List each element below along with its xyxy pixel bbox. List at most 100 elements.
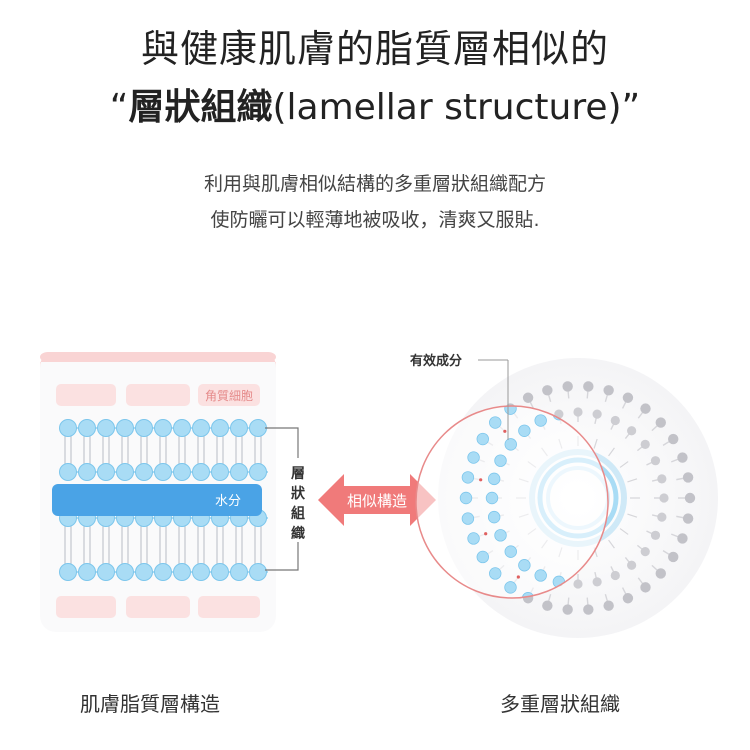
lipid-head: [78, 463, 96, 481]
lipid-head: [668, 433, 679, 445]
lipid-head: [668, 551, 679, 563]
lipid-tail: [627, 478, 638, 483]
lens-fill: [416, 406, 608, 598]
highlighted-head: [476, 550, 489, 564]
lipid-head: [97, 419, 115, 437]
active-label: 有效成分: [410, 353, 462, 369]
lipid-head: [211, 563, 229, 581]
lipid-head: [583, 381, 594, 392]
lipid-head: [640, 439, 650, 449]
skin-lipid-caption: 肌膚脂質層構造: [80, 692, 220, 716]
lipid-head: [659, 493, 669, 503]
highlighted-head: [504, 438, 517, 451]
lipid-head: [573, 407, 583, 417]
lipid-head: [684, 492, 696, 504]
active-ingredient-dot: [503, 429, 507, 433]
lipid-head: [116, 419, 134, 437]
lipid-head: [154, 463, 172, 481]
highlighted-head: [504, 581, 517, 594]
highlighted-head: [467, 451, 480, 464]
highlighted-head: [494, 454, 507, 467]
lipid-head: [682, 513, 694, 524]
lipid-tail: [593, 438, 598, 449]
lipid-head: [657, 512, 667, 522]
lipid-head: [59, 563, 77, 581]
highlighted-head: [485, 491, 499, 505]
water-layer: [52, 484, 262, 516]
lipid-head: [116, 463, 134, 481]
corneocyte-block: [198, 596, 260, 618]
lipid-head: [522, 392, 534, 403]
lipid-head: [230, 563, 248, 581]
lipid-head: [640, 547, 650, 557]
lipid-tail: [608, 447, 615, 457]
lipid-head: [603, 600, 614, 611]
heading-light: (lamellar structure): [272, 87, 622, 128]
lipid-head: [211, 463, 229, 481]
lipid-tail: [619, 528, 629, 535]
lipid-head: [562, 604, 573, 615]
bracket-label-char: 織: [291, 525, 305, 542]
lipid-tail: [608, 539, 615, 549]
lipid-head: [542, 385, 553, 396]
highlighted-head: [459, 491, 473, 505]
lipid-head: [230, 463, 248, 481]
lipid-head: [655, 568, 666, 579]
highlighted-head: [494, 529, 507, 542]
page-heading: “層狀組織(lamellar structure)”: [0, 78, 750, 130]
multilamellar-panel: 有效成分: [410, 353, 718, 638]
highlighted-head: [461, 471, 475, 484]
lipid-head: [650, 456, 661, 466]
lipid-head: [192, 419, 210, 437]
highlighted-head: [518, 424, 531, 437]
page-title: 與健康肌膚的脂質層相似的: [140, 27, 609, 71]
lipid-head: [542, 600, 553, 611]
lipid-head: [173, 419, 191, 437]
lipid-head: [59, 463, 77, 481]
lipid-head: [655, 417, 666, 428]
lipid-head: [154, 419, 172, 437]
bracket-label-char: 狀: [291, 485, 306, 502]
lipid-head: [59, 419, 77, 437]
lipid-head: [173, 563, 191, 581]
active-ingredient-dot: [484, 532, 488, 536]
lipid-head: [627, 426, 637, 436]
quote-open: “: [109, 87, 129, 128]
water-label: 水分: [215, 494, 241, 509]
lipid-head: [211, 419, 229, 437]
lipid-tail: [619, 461, 629, 468]
corneocyte-label: 角質細胞: [205, 388, 253, 403]
lipid-head: [603, 385, 614, 396]
lipid-head: [192, 463, 210, 481]
corneocyte-block: [126, 596, 190, 618]
lipid-head: [622, 593, 634, 604]
lipid-head: [610, 415, 620, 426]
multilamellar-caption: 多重層狀組織: [500, 692, 620, 716]
lipid-head: [249, 463, 267, 481]
lipid-head: [583, 604, 594, 615]
lipid-head: [592, 409, 602, 419]
lipid-head: [135, 463, 153, 481]
lipid-head: [97, 463, 115, 481]
corneocyte-block: [126, 384, 190, 406]
lipid-head: [173, 463, 191, 481]
lipid-head: [657, 474, 667, 484]
lipid-head: [562, 381, 573, 392]
bracket-label-char: 層: [291, 466, 305, 482]
highlighted-head: [489, 416, 502, 429]
subtitle-line2: 使防曬可以輕薄地被吸收，清爽又服貼.: [210, 209, 540, 231]
lipid-head: [640, 582, 651, 593]
lipid-head: [249, 419, 267, 437]
similar-structure-arrow: 相似構造: [318, 474, 436, 526]
highlighted-head: [487, 472, 501, 486]
highlighted-head: [489, 567, 502, 580]
lipid-head: [610, 570, 620, 581]
lipid-head: [640, 403, 651, 414]
highlighted-head: [534, 414, 547, 427]
heading-bold: 層狀組織: [128, 87, 273, 128]
lipid-head: [116, 563, 134, 581]
arrow-label: 相似構造: [347, 492, 407, 510]
lipid-head: [249, 563, 267, 581]
corneocyte-block: [198, 384, 260, 406]
